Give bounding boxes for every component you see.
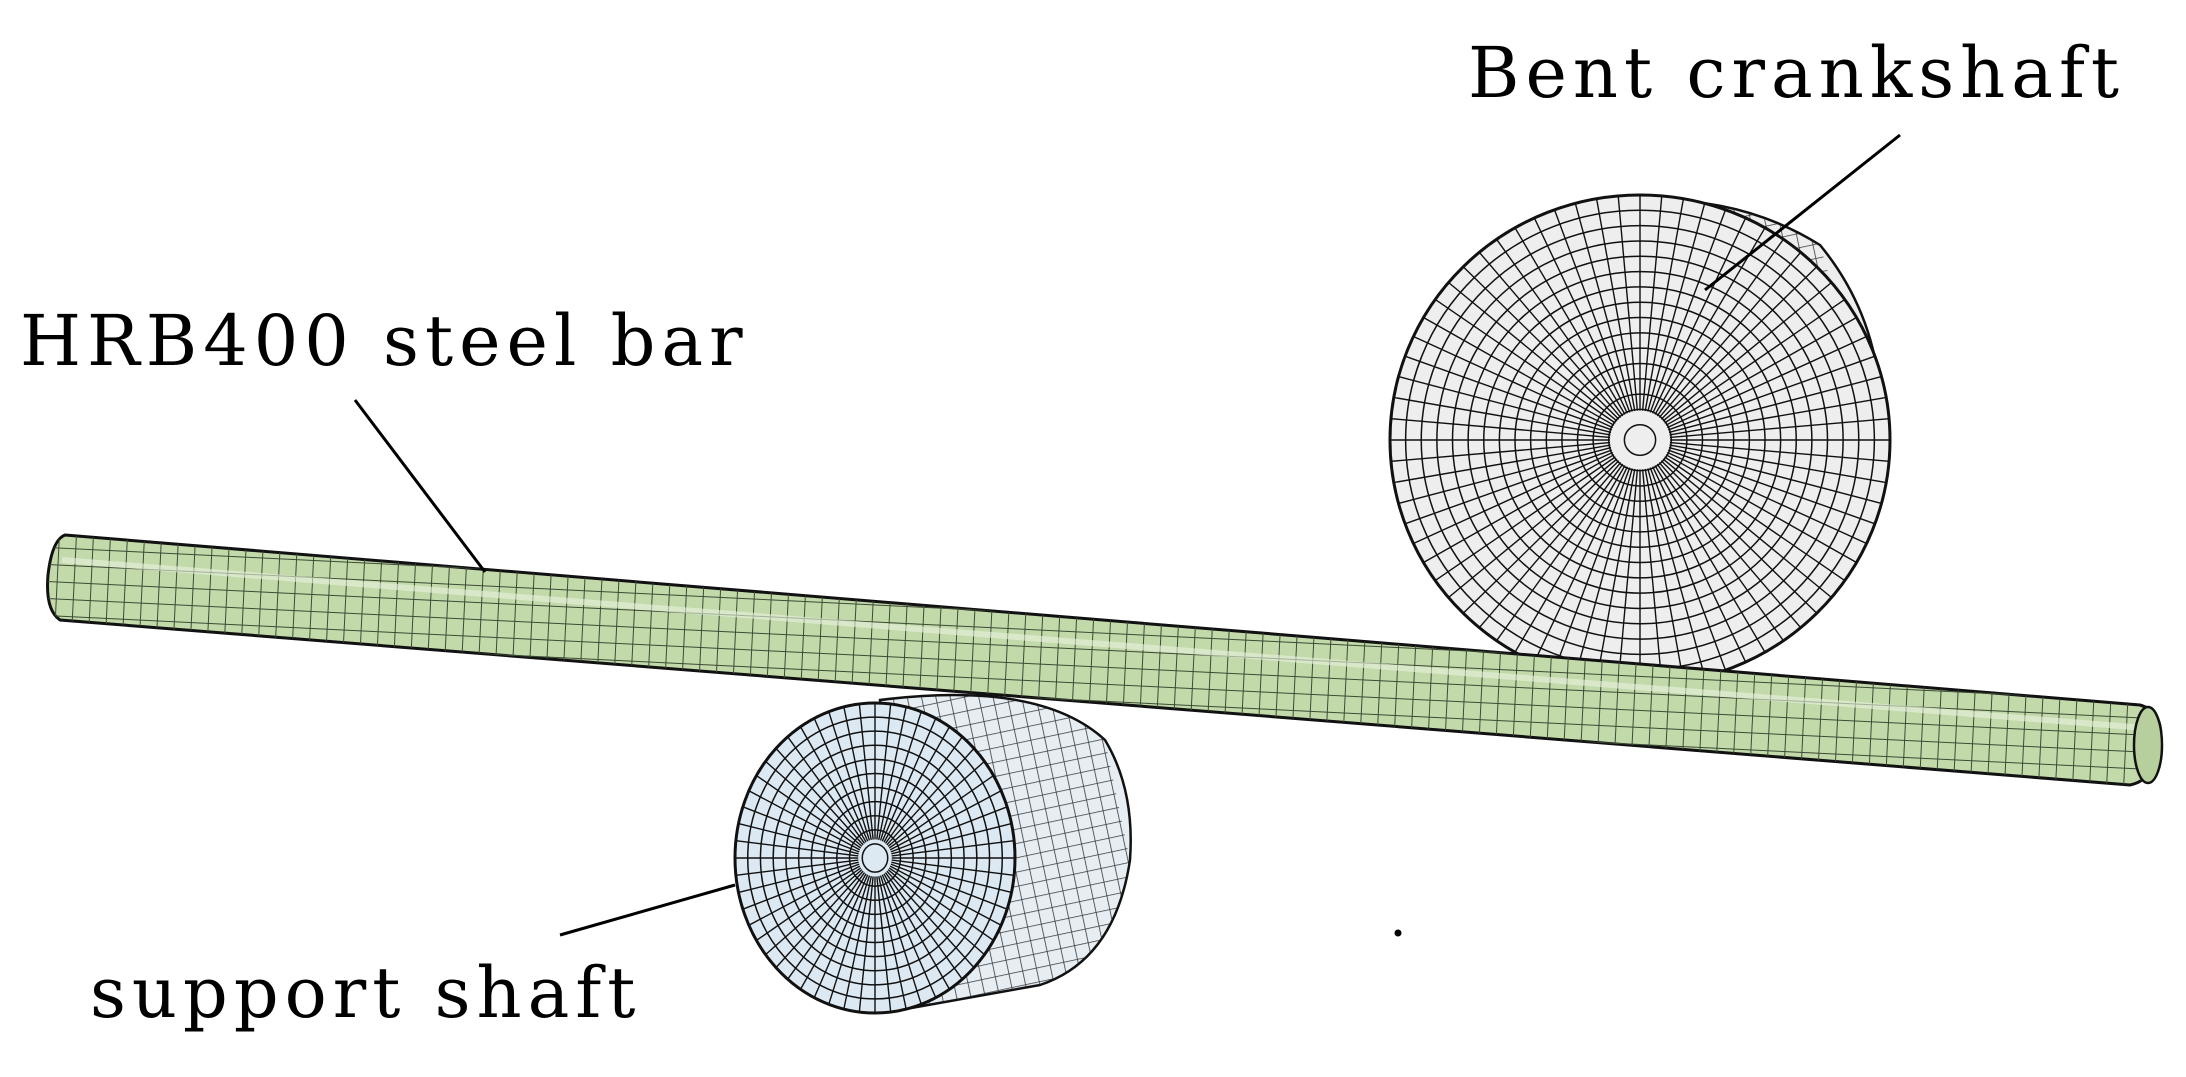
stray-dot	[1394, 929, 1402, 937]
hrb400-steel-bar	[46, 533, 2164, 787]
crankshaft-face	[1388, 193, 1892, 687]
steel-bar-leader-line	[353, 399, 487, 573]
crankshaft-leader-line	[1704, 133, 1901, 292]
steel-bar-label: HRB400 steel bar	[20, 300, 749, 382]
support-shaft-label: support shaft	[90, 952, 641, 1034]
bent-crankshaft-roller	[1388, 193, 1892, 687]
support-shaft-face	[733, 701, 1017, 1015]
bent-crankshaft-label: Bent crankshaft	[1468, 32, 2125, 114]
support-shaft-leader-line	[559, 883, 736, 937]
support-shaft-roller	[733, 693, 1132, 1015]
